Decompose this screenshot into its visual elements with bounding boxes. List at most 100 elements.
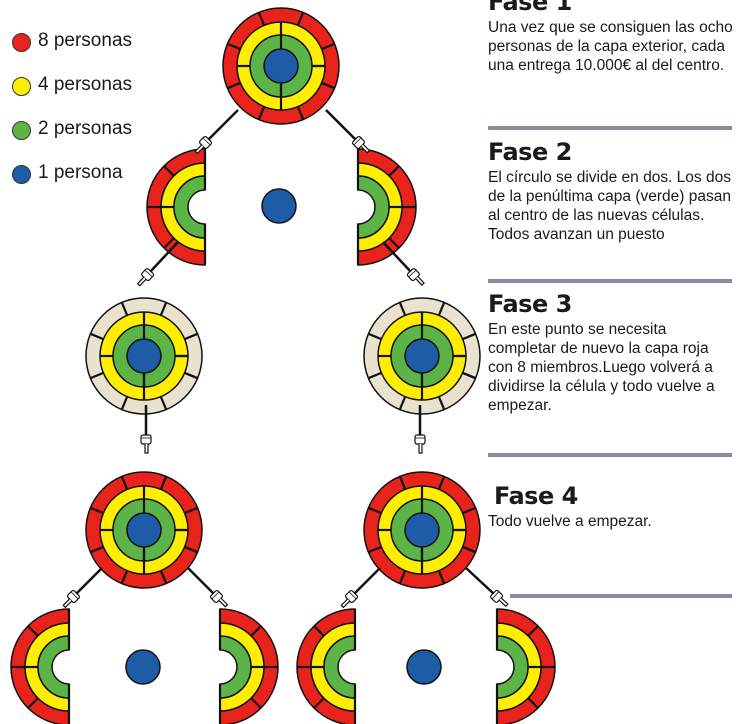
ring-divider (367, 506, 382, 515)
ring-divider (398, 396, 407, 411)
legend-label: 1 persona (38, 162, 123, 183)
hand-finger (62, 598, 73, 609)
hand-palm (414, 434, 426, 445)
ring-divider (462, 332, 477, 341)
hand-glyph (140, 434, 152, 454)
divider (488, 453, 732, 457)
fase-title: Fase 2 (488, 138, 572, 166)
ring-divider (163, 237, 175, 249)
hand-line (75, 567, 103, 595)
ring-divider (120, 570, 129, 585)
ring-divider (398, 570, 407, 585)
hand-glyph (62, 589, 81, 609)
ring-divider (367, 371, 382, 380)
ring-divider (437, 396, 446, 411)
hand-cuff (202, 137, 211, 146)
center-dot (261, 188, 297, 224)
hand-line (207, 109, 239, 141)
ring-divider (313, 697, 325, 709)
hand-glyph (351, 135, 371, 154)
pointing-hand-icon (382, 241, 425, 286)
hand-finger (360, 143, 371, 154)
ring-divider (313, 625, 325, 637)
hand-glyph (490, 589, 509, 608)
hand-glyph (414, 434, 426, 454)
hand-cuff (70, 591, 79, 600)
fase-title: Fase 1 (488, 0, 572, 16)
ring-divider (257, 11, 266, 26)
hand-finger (136, 276, 147, 287)
hand-line (149, 241, 179, 273)
ring-divider (89, 332, 104, 341)
half-ring (173, 175, 206, 239)
fase-title: Fase 3 (488, 290, 572, 318)
half-ring (496, 635, 529, 699)
ring-divider (226, 81, 241, 90)
ring-divider (159, 396, 168, 411)
fase-4: Fase 4 Todo vuelve a empezar. (488, 482, 736, 531)
ring-divider (226, 42, 241, 51)
hand-glyph (340, 589, 359, 609)
half-ring (219, 635, 252, 699)
hand-palm (490, 589, 504, 603)
hand-cuff (353, 137, 362, 146)
fase-1: Fase 1 Una vez que se consiguen las ocho… (488, 0, 736, 75)
ring-divider (159, 570, 168, 585)
ring-divider (184, 545, 199, 554)
fase-2: Fase 2 El círculo se divide en dos. Los … (488, 138, 736, 244)
pointing-hand-icon (414, 405, 426, 454)
legend-blue-dot (12, 165, 31, 184)
blue-center (404, 338, 440, 374)
ring-divider (462, 506, 477, 515)
ring-divider (184, 371, 199, 380)
ring-divider (250, 625, 262, 637)
ring-divider (120, 301, 129, 316)
ring-divider (120, 396, 129, 411)
hand-cuff (211, 591, 220, 600)
divider (488, 126, 732, 130)
hand-finger (415, 276, 425, 286)
blue-center (404, 512, 440, 548)
hand-cuff (491, 591, 500, 600)
hand-finger (144, 444, 149, 454)
cell-full (85, 297, 203, 415)
ring-divider (437, 301, 446, 316)
blue-center (126, 338, 162, 374)
pointing-hand-icon (62, 567, 103, 609)
fase-3: Fase 3 En este punto se necesita complet… (488, 290, 736, 415)
ring-divider (296, 106, 305, 121)
blue-center (263, 48, 299, 84)
ring-divider (163, 165, 175, 177)
legend-label: 8 personas (38, 30, 133, 51)
pointing-hand-icon (136, 241, 179, 287)
ring-divider (398, 475, 407, 490)
pointing-hand-icon (325, 109, 371, 154)
divider (488, 279, 732, 283)
fase-text: En este punto se necesita completar de n… (488, 321, 715, 414)
hand-line (325, 109, 357, 141)
ring-divider (120, 475, 129, 490)
hand-finger (418, 444, 423, 454)
hand-finger (340, 598, 351, 609)
divider (510, 594, 732, 598)
cell-half (10, 608, 71, 724)
ring-divider (89, 506, 104, 515)
ring-divider (388, 165, 400, 177)
cell-half (218, 608, 279, 724)
pointing-hand-icon (194, 109, 239, 155)
cell-half (495, 608, 556, 724)
ring-divider (321, 81, 336, 90)
ring-divider (27, 697, 39, 709)
ring-divider (398, 301, 407, 316)
pointing-hand-icon (465, 567, 509, 608)
fase-text: Una vez que se consiguen las ocho person… (488, 19, 733, 74)
ring-divider (388, 237, 400, 249)
ring-divider (367, 545, 382, 554)
hand-finger (218, 597, 229, 608)
cell-half (356, 148, 417, 266)
ring-divider (184, 332, 199, 341)
pointing-hand-icon (187, 567, 229, 608)
ring-divider (527, 697, 539, 709)
hand-glyph (209, 589, 229, 608)
pointing-hand-icon (140, 405, 152, 454)
